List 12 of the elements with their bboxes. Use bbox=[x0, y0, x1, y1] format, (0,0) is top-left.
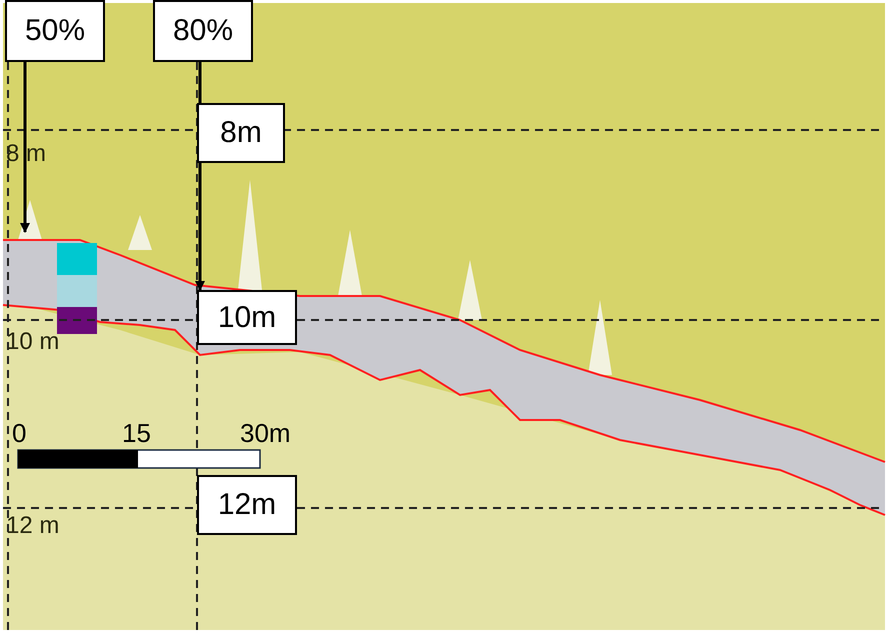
scale-label: 30m bbox=[240, 418, 291, 449]
depth-label: 10 m bbox=[6, 328, 60, 356]
callout-box: 50% bbox=[5, 0, 105, 62]
arrow bbox=[20, 62, 30, 233]
callout-box: 12m bbox=[197, 475, 297, 535]
scale-label: 0 bbox=[12, 418, 26, 449]
callout-box: 10m bbox=[197, 290, 297, 345]
depth-label: 8 m bbox=[6, 140, 46, 168]
depth-label: 12 m bbox=[6, 512, 60, 540]
callout-box: 8m bbox=[197, 103, 285, 163]
callout-box: 80% bbox=[153, 0, 253, 62]
scale-label: 15 bbox=[122, 418, 151, 449]
